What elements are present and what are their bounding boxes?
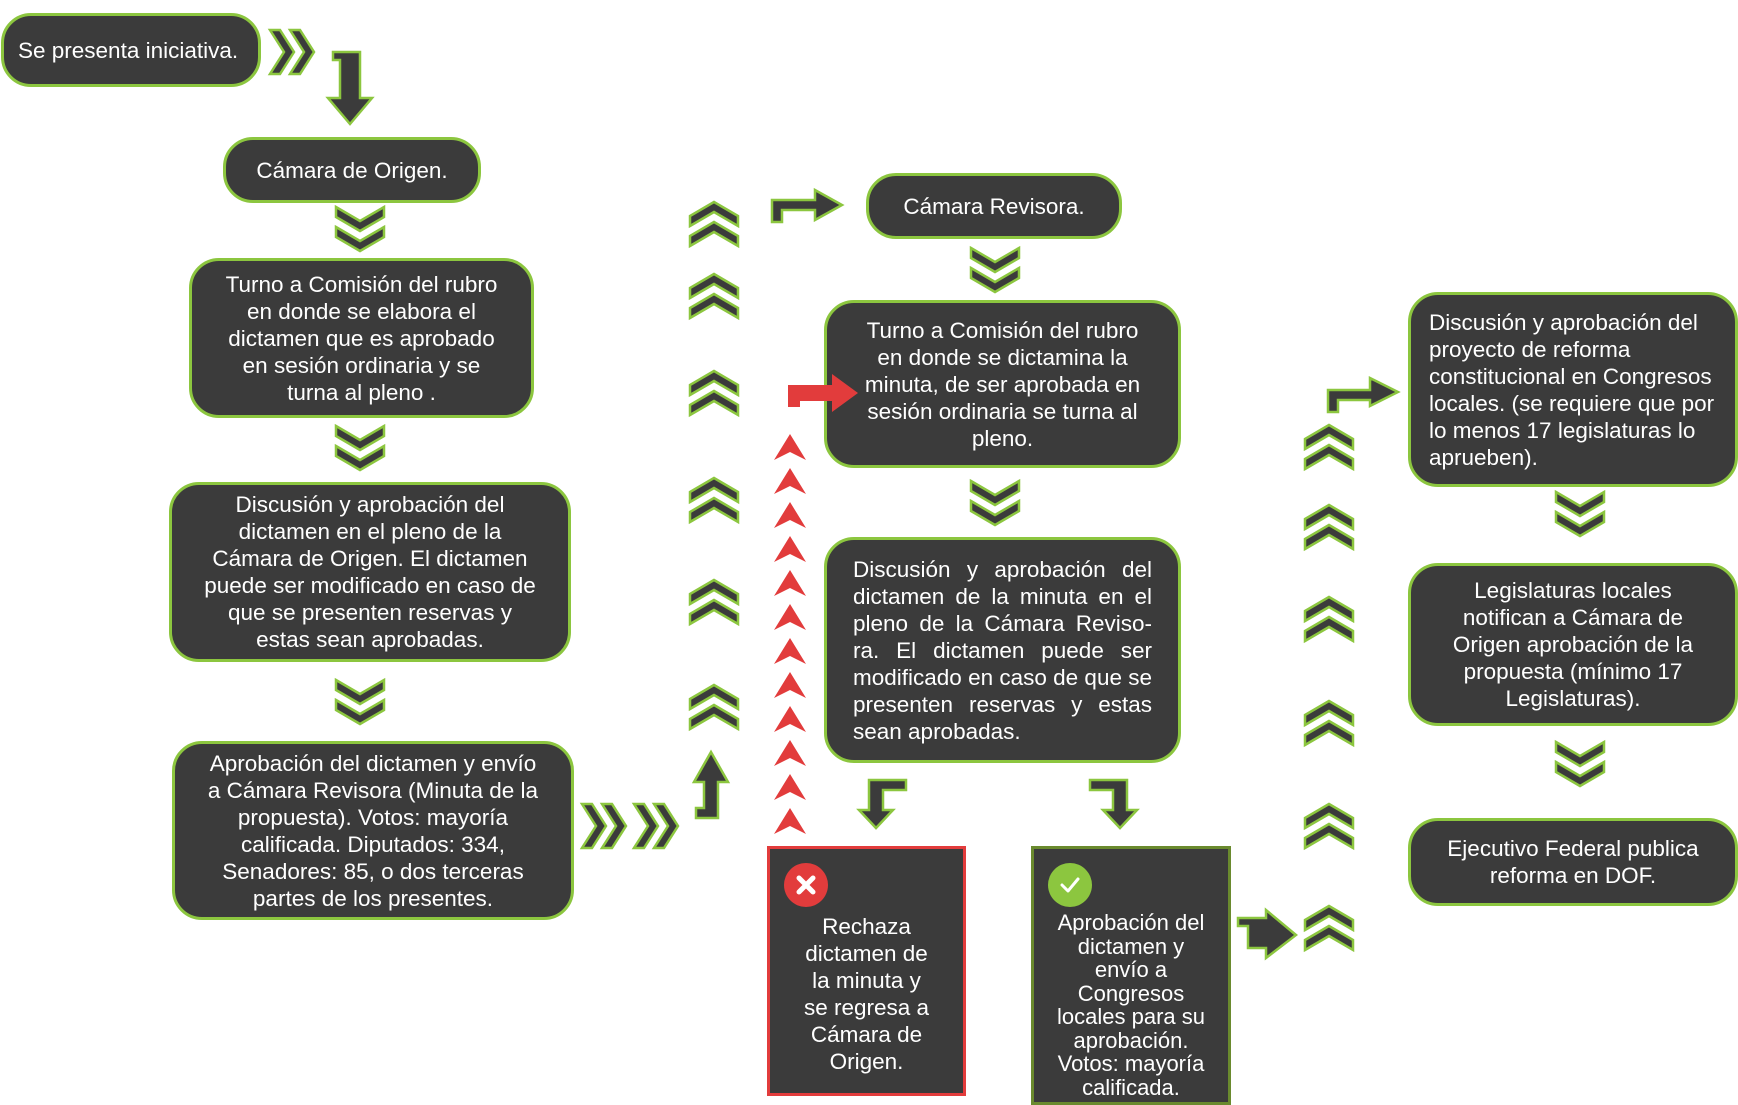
states-step1-text: Discusión y aprobación del proyecto de r… <box>1429 309 1715 470</box>
bent-arrow-right-icon <box>1236 907 1299 961</box>
states-step1-node: Discusión y aprobación del proyecto de r… <box>1408 292 1738 487</box>
approve-box: Aprobación del dictamen y envío a Congre… <box>1031 846 1231 1105</box>
bent-arrow-left-down-icon <box>856 778 908 830</box>
check-icon <box>1048 863 1092 907</box>
start-node: Se presenta iniciativa. <box>1 13 261 87</box>
approve-text: Aprobación del dictamen y envío a Congre… <box>1057 910 1205 1100</box>
states-step2-node: Legislaturas locales notifican a Cámara … <box>1408 563 1738 726</box>
start-label: Se presenta iniciativa. <box>18 37 239 63</box>
origin-step2-text: Discusión y aprobación del dictamen en e… <box>204 492 536 652</box>
origin-step2-node: Discusión y aprobación del dictamen en e… <box>169 482 571 662</box>
close-x-icon <box>784 863 828 907</box>
states-step3-text: Ejecutivo Federal publica reforma en DOF… <box>1447 836 1699 888</box>
origin-title: Cámara de Origen. <box>256 157 448 183</box>
origin-step1-text: Turno a Comisión del rubro en donde se e… <box>225 271 498 405</box>
states-step3-node: Ejecutivo Federal publica reforma en DOF… <box>1408 818 1738 906</box>
reviewer-title-node: Cámara Revisora. <box>866 173 1122 239</box>
states-step2-text: Legislaturas locales notifican a Cámara … <box>1452 578 1694 711</box>
reviewer-title: Cámara Revisora. <box>903 193 1085 219</box>
bent-arrow-right-down-icon <box>1088 778 1140 830</box>
bent-arrow-up-icon <box>691 749 731 820</box>
reject-box: Rechaza dictamen de la minuta y se regre… <box>767 846 966 1096</box>
bent-arrow-right-icon <box>770 187 845 224</box>
reviewer-step1-text: Turno a Comisión del rubro en donde se d… <box>864 317 1141 451</box>
reviewer-step2-text: Discusión y aprobación del dictamen de l… <box>853 556 1152 744</box>
origin-step3-node: Aprobación del dictamen y envío a Cámara… <box>172 741 574 920</box>
bent-arrow-down-icon <box>325 50 375 126</box>
origin-step1-node: Turno a Comisión del rubro en donde se e… <box>189 258 534 418</box>
origin-title-node: Cámara de Origen. <box>223 137 481 203</box>
reviewer-step1-node: Turno a Comisión del rubro en donde se d… <box>824 300 1181 468</box>
origin-step3-text: Aprobación del dictamen y envío a Cámara… <box>207 750 539 911</box>
bent-arrow-right-icon <box>1326 375 1401 414</box>
reject-text: Rechaza dictamen de la minuta y se regre… <box>803 914 930 1074</box>
reviewer-step2-node: Discusión y aprobación del dictamen de l… <box>824 537 1181 763</box>
